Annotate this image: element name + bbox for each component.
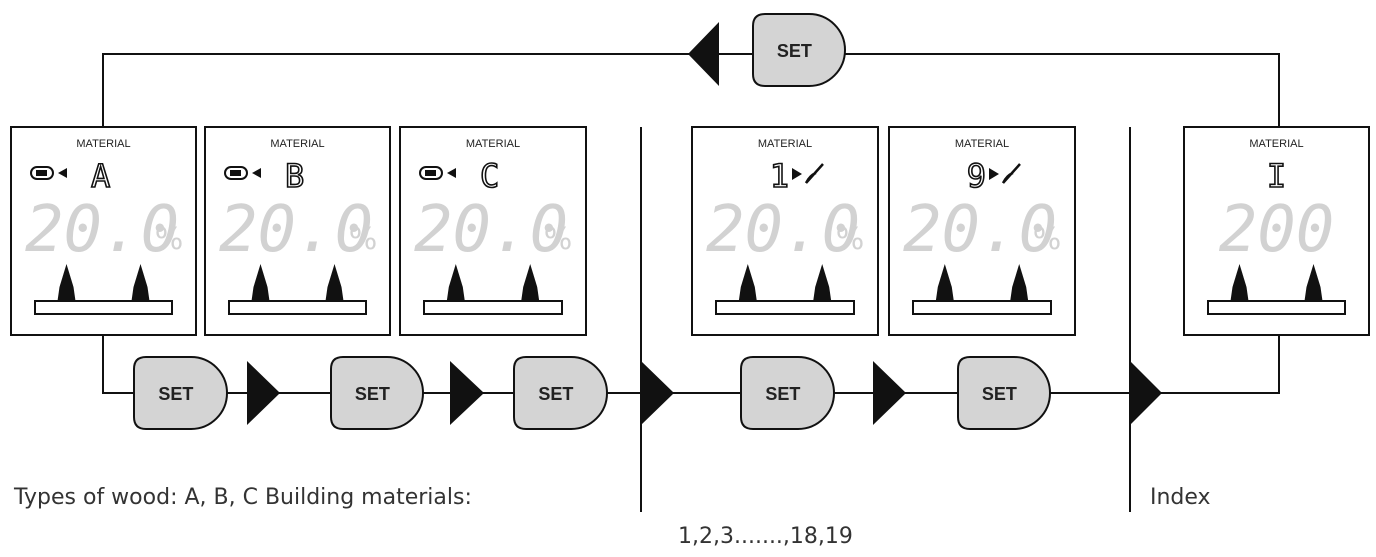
lcd-material-code: A (91, 157, 110, 195)
set-button-label: SET (765, 384, 800, 404)
lcd-panels: MATERIALA20.0%MATERIALB20.0%MATERIALC20.… (10, 126, 1370, 336)
set-button[interactable]: SET (513, 356, 608, 430)
probe-pin-icon (325, 264, 344, 301)
flow-arrows (247, 22, 1162, 425)
pointer-left-icon (252, 168, 261, 178)
arrow-right-icon (641, 361, 674, 425)
set-button-shape (740, 356, 835, 430)
lcd-material-code: C (480, 157, 499, 195)
meter-device-icon (224, 166, 248, 180)
caption-index: Index (1150, 485, 1211, 510)
probe-pin-icon (1230, 264, 1249, 301)
arrow-right-icon (450, 361, 484, 425)
top-return-line (102, 53, 1280, 127)
lcd-panel: MATERIAL 920.0% (888, 126, 1076, 336)
set-button[interactable]: SET (752, 13, 846, 87)
set-button-label: SET (982, 384, 1017, 404)
set-button-label: SET (777, 41, 812, 61)
set-button-shape (513, 356, 608, 430)
lcd-material-code: 9 (967, 157, 986, 195)
probe-pin-icon (131, 264, 150, 301)
lcd-material-code: I (1267, 157, 1286, 195)
arrow-right-icon (1130, 361, 1162, 425)
probe-pin-icon (521, 264, 540, 301)
probe-base (1207, 300, 1346, 315)
pointer-left-icon (447, 168, 456, 178)
probe-pin-icon (446, 264, 465, 301)
lcd-unit: % (544, 222, 573, 257)
arrow-right-icon (873, 361, 906, 425)
lcd-header: MATERIAL (758, 138, 812, 150)
lcd-value: 20.0 (414, 193, 568, 267)
meter-device-icon (419, 166, 443, 180)
probe-pin-icon (1304, 264, 1323, 301)
pen-icon (792, 163, 824, 184)
lcd-panel: MATERIAL 120.0% (691, 126, 879, 336)
lcd-header: MATERIAL (270, 138, 324, 150)
lcd-value: 200 (1219, 193, 1335, 267)
probe-base (228, 300, 367, 315)
set-button-label: SET (538, 384, 573, 404)
probe-pin-icon (813, 264, 832, 301)
caption-building-range: 1,2,3.......,18,19 (678, 524, 853, 549)
probe-pin-icon (57, 264, 76, 301)
lcd-header: MATERIAL (466, 138, 520, 150)
pen-icon (989, 163, 1021, 184)
bottom-flow-line (102, 335, 1280, 394)
set-button[interactable]: SET (957, 356, 1051, 430)
lcd-unit: % (1033, 222, 1062, 257)
set-button-shape (752, 13, 846, 87)
probe-pin-icon (1010, 264, 1029, 301)
lcd-material-code: B (285, 157, 304, 195)
lcd-value: 20.0 (219, 193, 373, 267)
probe-base (715, 300, 855, 315)
set-button-shape (133, 356, 228, 430)
set-button[interactable]: SET (740, 356, 835, 430)
set-button[interactable]: SET (133, 356, 228, 430)
set-buttons: SET SET SET SET SET SET (133, 13, 1051, 430)
arrow-right-icon (247, 361, 280, 425)
pointer-left-icon (58, 168, 67, 178)
probe-pin-icon (251, 264, 270, 301)
lcd-header: MATERIAL (76, 138, 130, 150)
probe-pin-icon (935, 264, 954, 301)
lcd-panel: MATERIAL C20.0% (399, 126, 587, 336)
arrow-left-icon (688, 22, 719, 86)
lcd-header: MATERIAL (1249, 138, 1303, 150)
set-button-shape (957, 356, 1051, 430)
probe-pin-icon (738, 264, 757, 301)
lcd-material-code: 1 (770, 157, 789, 195)
set-button-label: SET (355, 384, 390, 404)
lcd-value: 20.0 (903, 193, 1057, 267)
meter-device-icon (30, 166, 54, 180)
lcd-value: 20.0 (25, 193, 179, 267)
probe-base (423, 300, 563, 315)
lcd-unit: % (349, 222, 378, 257)
probe-base (912, 300, 1052, 315)
lcd-unit: % (155, 222, 184, 257)
set-button[interactable]: SET (330, 356, 424, 430)
lcd-panel: MATERIAL A20.0% (10, 126, 197, 336)
lcd-value: 20.0 (706, 193, 860, 267)
probe-base (34, 300, 173, 315)
lcd-unit: % (836, 222, 865, 257)
lcd-panel: MATERIAL B20.0% (204, 126, 391, 336)
caption-wood-building: Types of wood: A, B, C Building material… (14, 485, 472, 510)
lcd-header: MATERIAL (955, 138, 1009, 150)
set-button-label: SET (158, 384, 193, 404)
set-button-shape (330, 356, 424, 430)
